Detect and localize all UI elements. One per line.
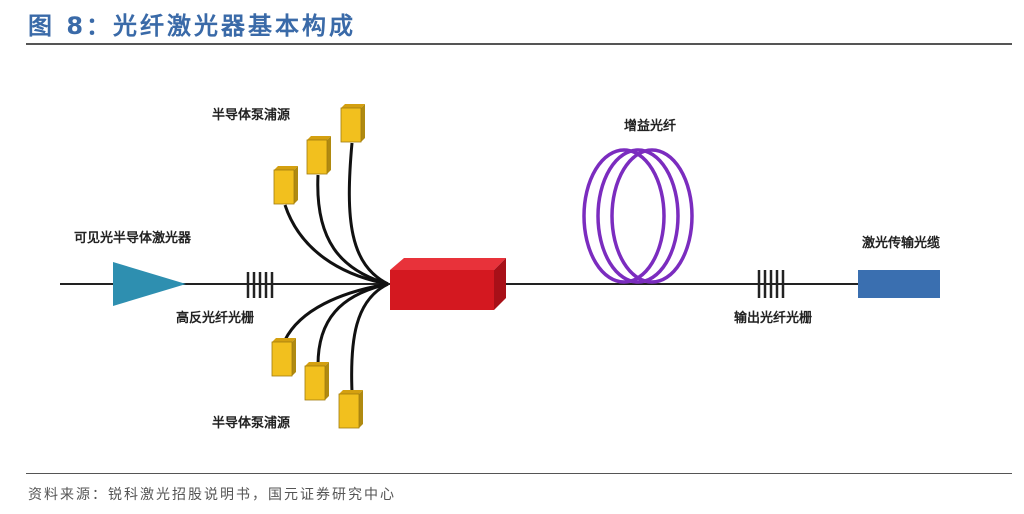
visible-laser-diode [113,262,186,306]
title-divider [26,43,1012,45]
label-delivery-cable: 激光传输光缆 [862,235,940,251]
label-output-grating: 输出光纤光栅 [734,310,812,326]
gain-fiber-coil [582,148,694,284]
figure-source: 资料来源：锐科激光招股说明书，国元证券研究中心 [28,487,396,503]
source-divider [26,473,1012,474]
pump-source [304,362,329,401]
pump-source [271,338,296,377]
label-gain-fiber: 增益光纤 [624,118,676,134]
pump-fibers [283,142,389,393]
pump-source [338,390,363,429]
pump-source [340,104,365,143]
output-grating [757,270,785,298]
label-pump-top: 半导体泵浦源 [212,107,290,123]
pump-source [306,136,331,175]
figure-title: 图 8：光纤激光器基本构成 [28,12,357,40]
label-pump-bottom: 半导体泵浦源 [212,415,290,431]
pump-source [273,166,298,205]
label-visible-laser: 可见光半导体激光器 [74,230,192,246]
laser-delivery-cable [858,270,940,298]
pump-combiner [390,258,506,310]
label-high-reflect-grating: 高反光纤光栅 [176,310,254,326]
high-reflect-grating [246,272,274,298]
